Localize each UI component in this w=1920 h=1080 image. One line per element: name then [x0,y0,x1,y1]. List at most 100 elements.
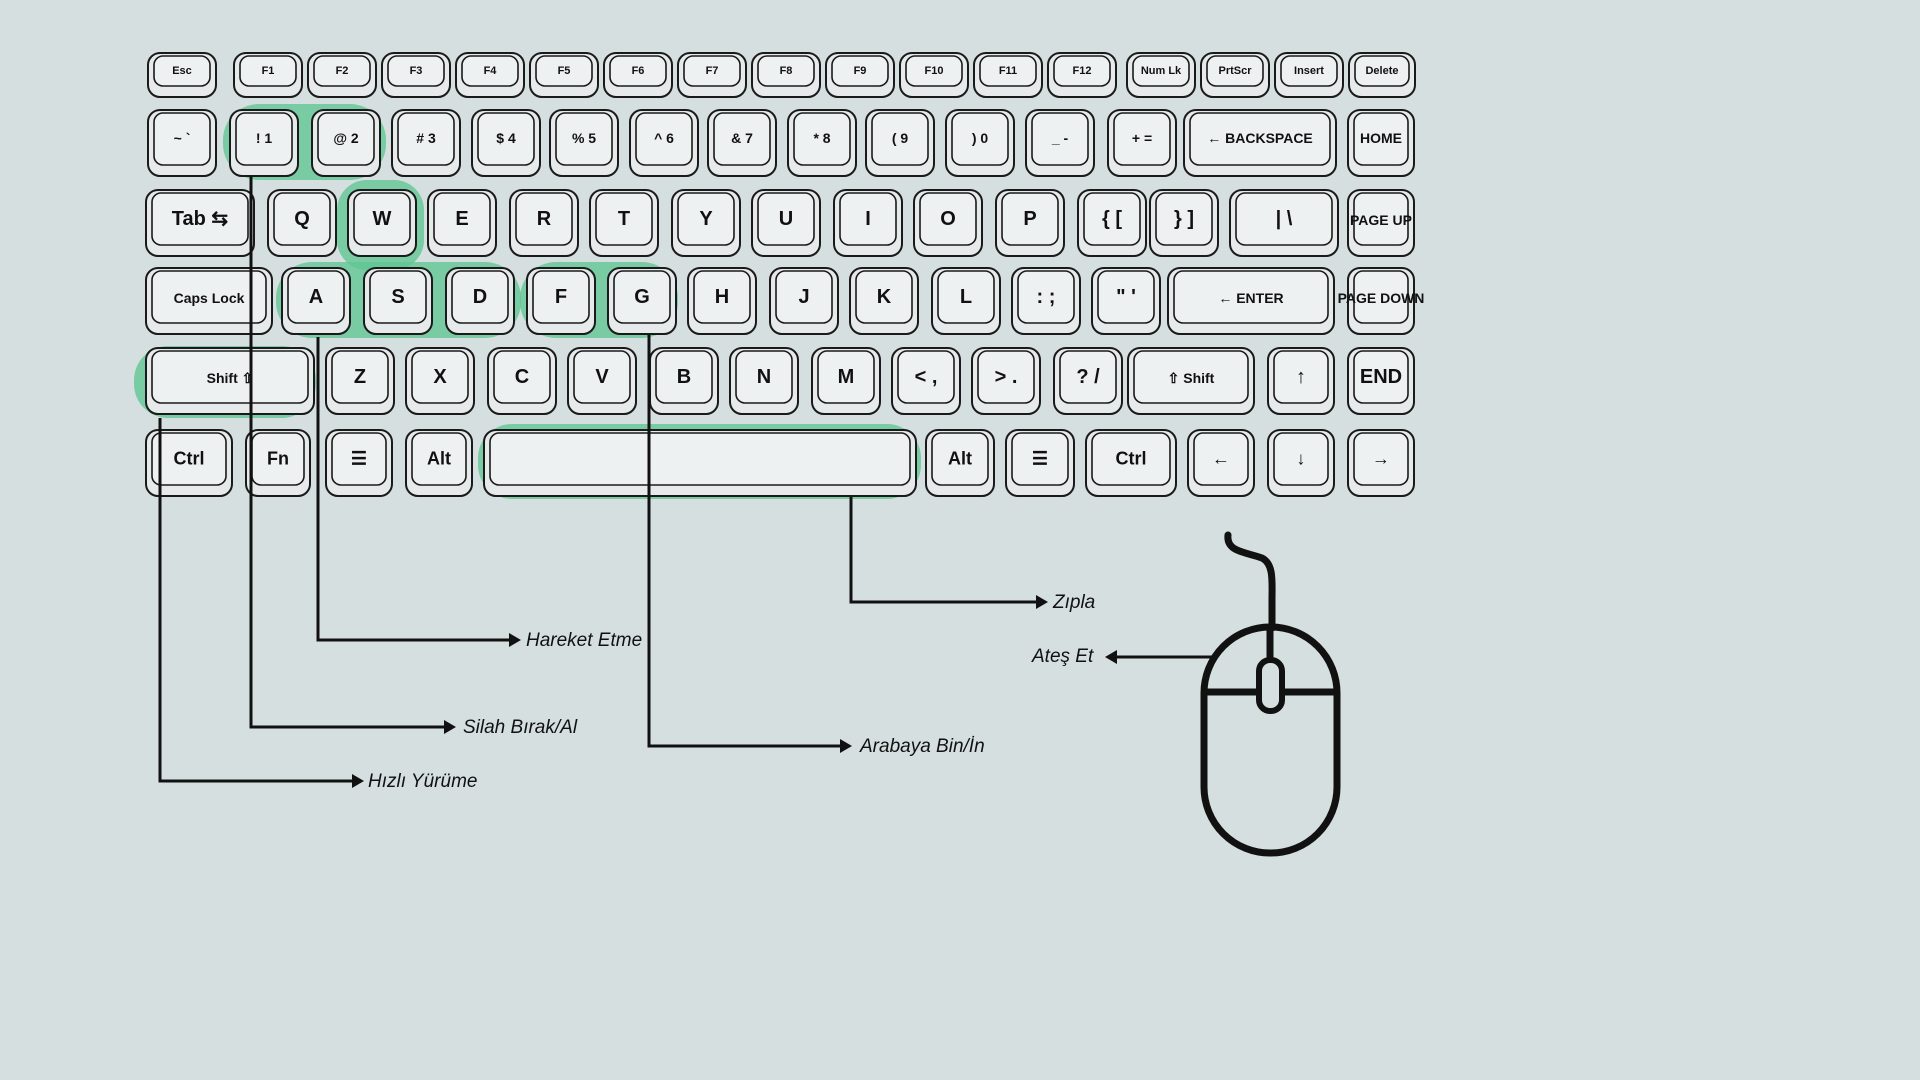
key-z: Z [325,347,395,415]
key-label: ~ ` [174,130,191,146]
key-enter: ← ENTER [1167,267,1335,335]
mouse-icon [1200,531,1341,857]
key-label: " ' [1116,286,1136,308]
key-label: ☰ [1032,448,1048,468]
key-label: Z [354,366,366,388]
key-label: ( 9 [892,130,909,146]
key-prtscr: PrtScr [1200,52,1270,98]
key-f5: F5 [529,52,599,98]
key-label: # 3 [416,130,436,146]
key-n: N [729,347,799,415]
connector-sprint [158,418,356,783]
key-label: T [618,208,630,230]
key-label: Delete [1365,65,1398,77]
arrowhead-fire [1105,650,1117,664]
key-label: F12 [1073,65,1092,77]
arrowhead-jump [1036,595,1048,609]
key-label: F9 [854,65,867,77]
key-label: U [779,208,793,230]
key-shift: Shift ⇧ [145,347,315,415]
key-label: ← [1212,448,1230,468]
key-f6: F6 [603,52,673,98]
key-label: _ - [1051,130,1069,146]
key-label: F2 [336,65,349,77]
key-label: → [1372,448,1390,468]
key-backspace: ← BACKSPACE [1183,109,1337,177]
connector-move [316,337,512,642]
key-label: END [1360,366,1402,388]
key-label: F [555,286,567,308]
key-3: # 3 [391,109,461,177]
key-symbol: ← [1187,429,1255,497]
key-k: K [849,267,919,335]
key-label: O [940,208,956,230]
key-label: I [865,208,871,230]
key-symbol: + = [1107,109,1177,177]
key-symbol: ☰ [325,429,393,497]
key-w: W [347,189,417,257]
key-1: ! 1 [229,109,299,177]
key-symbol: ↓ [1267,429,1335,497]
key-c: C [487,347,557,415]
key-page-up: PAGE UP [1347,189,1415,257]
key-j: J [769,267,839,335]
key-f11: F11 [973,52,1043,98]
key-label: F5 [558,65,571,77]
key-label: G [634,286,650,308]
key-label: Alt [948,448,972,468]
key-symbol: _ - [1025,109,1095,177]
key-caps-lock: Caps Lock [145,267,273,335]
key-7: & 7 [707,109,777,177]
key-label: @ 2 [333,130,359,146]
key-x: X [405,347,475,415]
label-sprint: Hızlı Yürüme [368,771,478,792]
key-label: ← ENTER [1218,290,1283,306]
key-0: ) 0 [945,109,1015,177]
key-label: A [309,286,323,308]
connector-vehicle [647,335,843,748]
key-alt: Alt [925,429,995,497]
key-label: PAGE UP [1350,212,1412,228]
key-s: S [363,267,433,335]
key-label: Shift ⇧ [207,370,254,386]
key-label: P [1023,208,1036,230]
key-label: HOME [1360,130,1402,146]
key-label: F8 [780,65,793,77]
key-2: @ 2 [311,109,381,177]
key-label: W [373,208,392,230]
key-b: B [649,347,719,415]
key-symbol: ~ ` [147,109,217,177]
key-5: % 5 [549,109,619,177]
key-esc: Esc [147,52,217,98]
key-label: $ 4 [496,130,516,146]
key-a: A [281,267,351,335]
key-label: K [877,286,892,308]
key-label: % 5 [572,130,596,146]
key-label: L [960,286,972,308]
key-space [483,429,917,497]
key-label: : ; [1037,286,1056,308]
key-label: B [677,366,691,388]
key-label: ) 0 [972,130,989,146]
key-o: O [913,189,983,257]
key-symbol: ↑ [1267,347,1335,415]
key-label: ← BACKSPACE [1207,130,1313,146]
arrowhead-move [509,633,521,647]
label-weapon: Silah Bırak/Al [463,717,578,738]
key-shift: ⇧ Shift [1127,347,1255,415]
key-home: HOME [1347,109,1415,177]
key-m: M [811,347,881,415]
key-label: ⇧ Shift [1168,370,1215,386]
key-f9: F9 [825,52,895,98]
key-label: F11 [999,65,1017,77]
key-symbol: : ; [1011,267,1081,335]
key-label: Caps Lock [174,290,245,306]
key-label: Q [294,208,310,230]
key-f2: F2 [307,52,377,98]
connector-weapon [249,176,448,729]
connectors [158,176,1214,788]
key-f4: F4 [455,52,525,98]
key-fn: Fn [245,429,311,497]
